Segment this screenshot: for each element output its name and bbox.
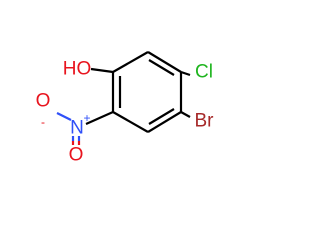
charge-label-nitrogen-positive: + [83,111,90,125]
bond-c6-n [85,110,114,126]
charge-label-oxygen-negative: - [41,115,45,129]
atom-label-bromine: Br [195,111,215,132]
ring-bond-c1-c2 [112,51,149,73]
ring-bond-c5-c6 [112,111,149,133]
bond-c1-oh [90,67,114,74]
ring-bond-c4-c5-inner [148,108,175,125]
bond-n-o-single [56,112,72,121]
atom-label-chlorine: Cl [195,62,213,83]
ring-bond-c2-c3-inner [148,59,175,76]
atom-label-nitro-nitrogen: N [70,118,84,139]
bond-c3-cl [180,70,191,77]
ring-bond-c2-c3 [147,51,182,73]
atom-label-hydroxyl: HO [63,59,92,80]
ring-bond-c4-c5 [147,111,182,133]
atom-label-nitro-oxygen-single: O [36,91,51,112]
structure-canvas: HO Cl Br N + O - O [36,51,215,166]
atom-label-nitro-oxygen-double: O [69,145,84,166]
molecule-diagram: HO Cl Br N + O - O [36,51,215,166]
bond-c4-br [180,111,191,118]
